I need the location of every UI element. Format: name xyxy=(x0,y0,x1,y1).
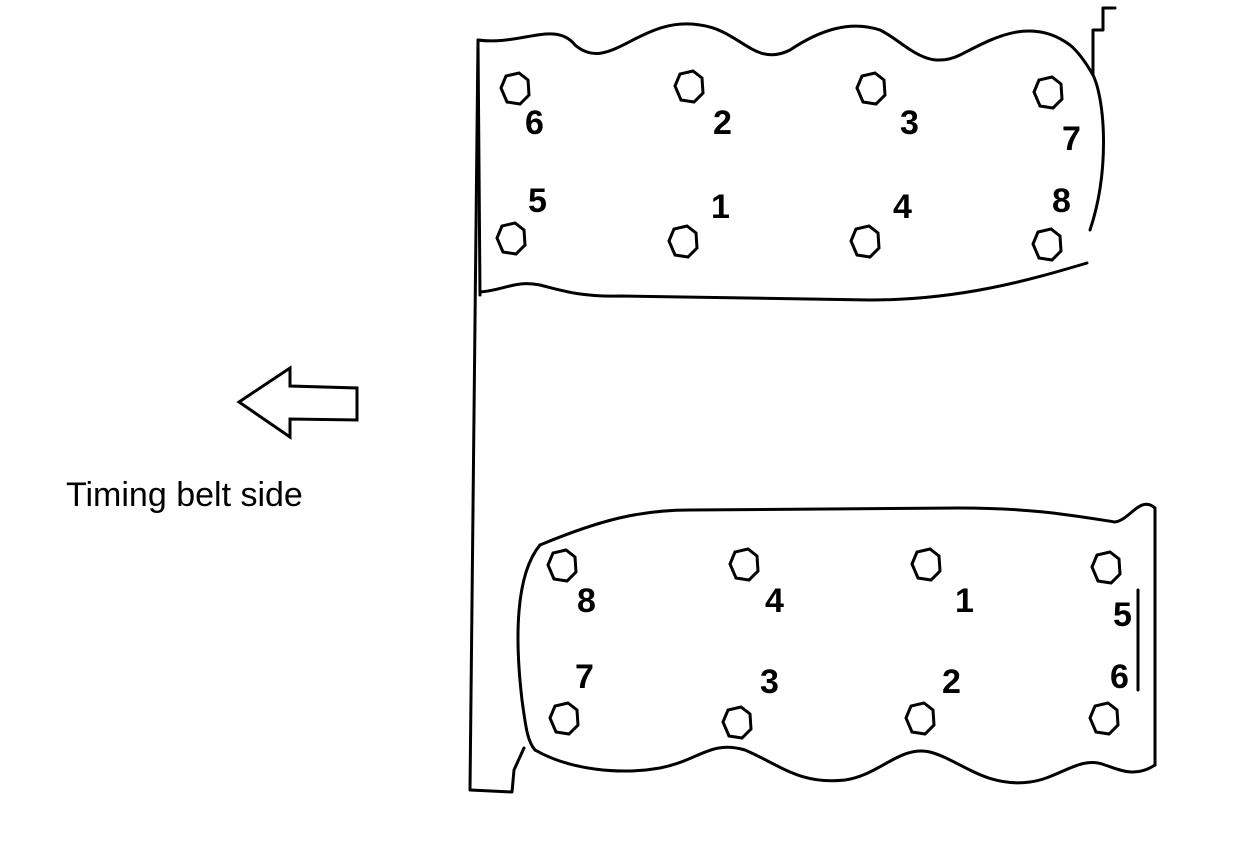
bolt-number: 6 xyxy=(1110,658,1129,696)
bolt-number: 1 xyxy=(955,582,974,620)
bolt-hexagon-icon xyxy=(1088,701,1120,736)
engine-block-outline xyxy=(468,38,526,794)
bolt-number: 4 xyxy=(765,582,784,620)
bolt-hexagon-icon xyxy=(721,705,753,740)
bolt-number: 3 xyxy=(900,104,919,142)
bolt-hexagon-icon xyxy=(667,224,699,259)
bolt-number: 8 xyxy=(1052,182,1071,220)
lower-cylinder-head xyxy=(516,502,1157,785)
timing-belt-side-label: Timing belt side xyxy=(66,476,303,514)
bolt-hexagon-icon xyxy=(849,224,881,259)
bolt-number: 8 xyxy=(577,582,596,620)
upper-cylinder-head xyxy=(476,6,1117,302)
bolt-hexagon-icon xyxy=(673,69,705,104)
bolt-hexagon-icon xyxy=(728,547,760,582)
bolt-hexagon-icon xyxy=(546,548,578,583)
upper-head-bolts xyxy=(495,69,1064,262)
bolt-hexagon-icon xyxy=(904,701,936,736)
bolt-number: 1 xyxy=(711,188,730,226)
upper-head-sequence-numbers: 6 2 3 7 5 1 4 8 xyxy=(525,104,1081,226)
bolt-hexagon-icon xyxy=(1032,75,1064,110)
bolt-hexagon-icon xyxy=(1031,227,1063,262)
bolt-hexagon-icon xyxy=(1090,550,1122,585)
lower-head-bolts xyxy=(546,547,1122,740)
bolt-number: 7 xyxy=(1062,120,1081,158)
left-arrow-icon xyxy=(236,365,359,440)
bolt-hexagon-icon xyxy=(910,547,942,582)
bolt-hexagon-icon xyxy=(499,71,531,106)
bolt-number: 2 xyxy=(942,663,961,701)
bolt-hexagon-icon xyxy=(495,221,527,256)
bolt-hexagon-icon xyxy=(548,701,580,736)
bolt-number: 5 xyxy=(528,182,547,220)
bolt-number: 6 xyxy=(525,104,544,142)
bolt-number: 3 xyxy=(760,663,779,701)
lower-head-sequence-numbers: 8 4 1 5 7 3 2 6 xyxy=(575,582,1132,701)
bolt-number: 2 xyxy=(713,104,732,142)
bolt-number: 4 xyxy=(893,188,912,226)
bolt-hexagon-icon xyxy=(855,71,887,106)
bolt-number: 7 xyxy=(575,658,594,696)
bolt-number: 5 xyxy=(1113,596,1132,634)
